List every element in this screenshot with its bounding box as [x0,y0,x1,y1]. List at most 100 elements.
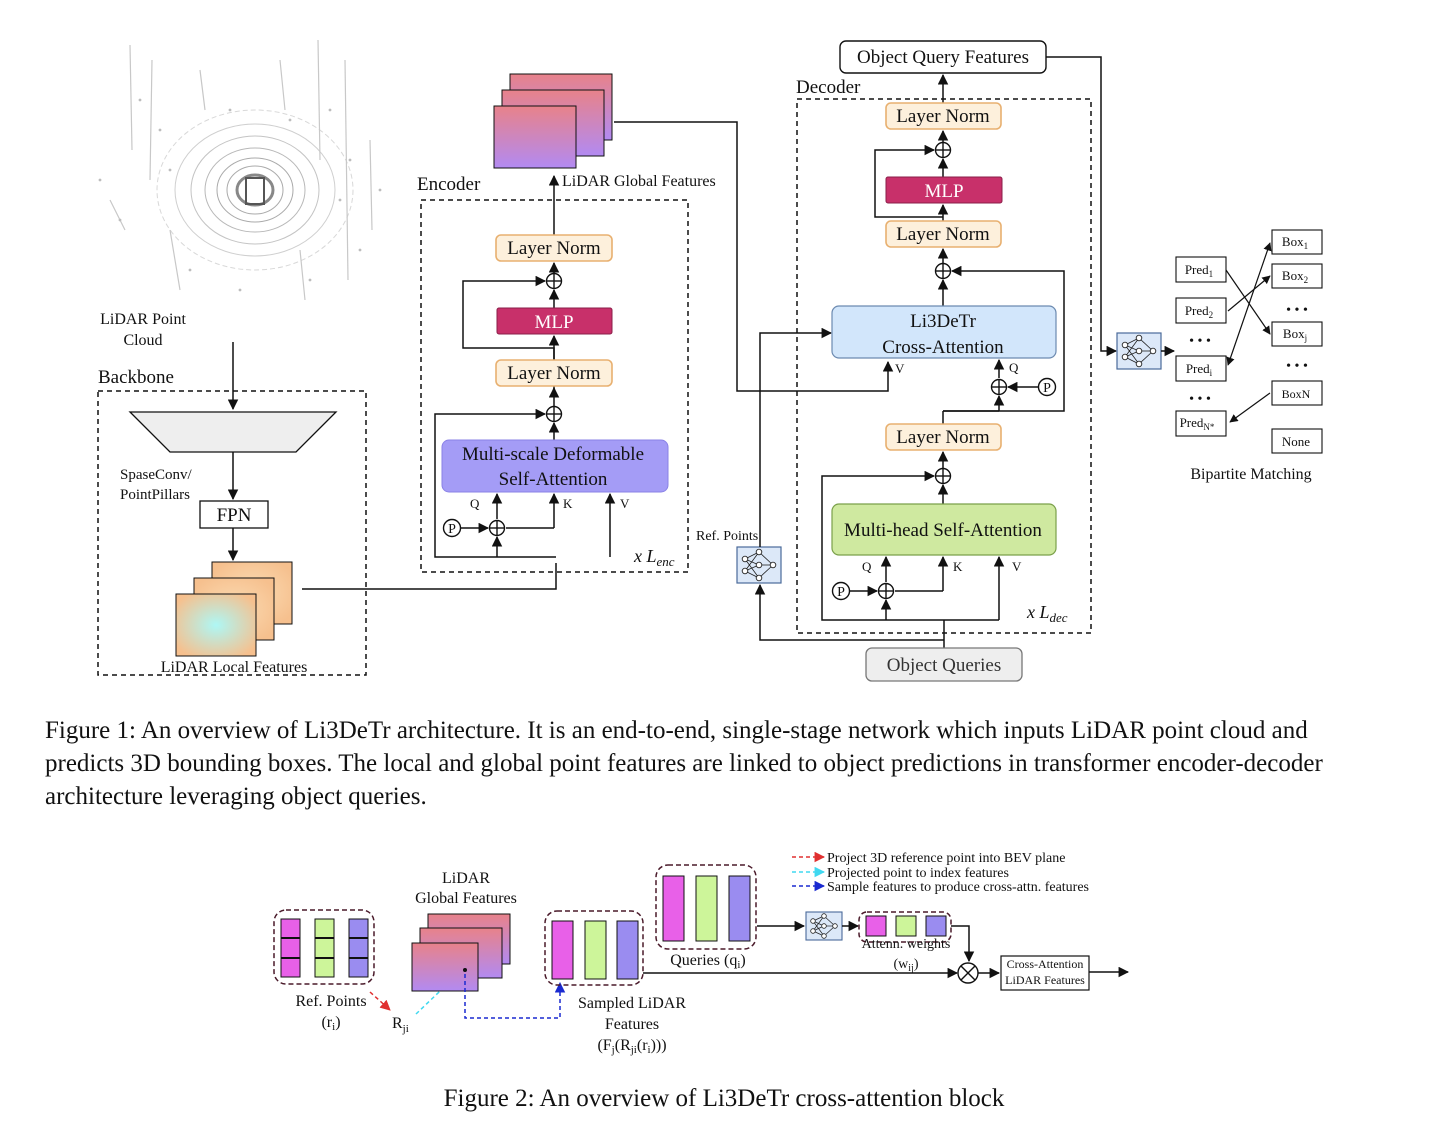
svg-text:P: P [837,585,845,600]
deformable-attention-line2: Self-Attention [499,469,608,490]
cross-attention-output-box [1000,955,1090,991]
svg-text:Boxj: Boxj [1283,326,1307,343]
encoder-positional-icon: P [442,518,462,538]
svg-text:Pred2: Pred2 [1185,303,1213,320]
encoder-layer-norm-bottom-label: Layer Norm [507,363,601,384]
weights-network-icon [805,911,843,941]
encoder-k-label: K [563,496,573,511]
arrow-weights-to-multiply [951,925,975,963]
decoder-repeat-label: x Ldec [1026,602,1068,625]
svg-text:None: None [1282,434,1310,449]
pred-ellipsis: • • • [1189,334,1211,349]
legend: Project 3D reference point into BEV plan… [792,851,1089,895]
backbone-title: Backbone [98,367,174,388]
multiply-operator [957,962,979,984]
svg-text:Pred1: Pred1 [1185,262,1213,279]
self-k-label: K [953,559,963,574]
sampled-features-line3: (Fj(Rji(ri))) [597,1037,666,1056]
decoder-add-pos-sa [877,582,895,600]
connector-output-to-matching [1046,56,1118,357]
connector-global-to-cross-attn [614,121,894,392]
attention-weight-cells [865,915,947,937]
legend-item-cyan: Projected point to index features [827,866,1009,881]
decoder-add-3 [934,467,952,485]
decoder-mlp-label: MLP [924,181,963,202]
connector-refpoints-to-cross-attn [759,327,833,547]
cross-attention-line1: Li3DeTr [910,311,976,332]
gt-box-n: BoxN [1271,380,1323,406]
fpn-label: FPN [217,505,252,526]
figure-2-diagram: Project 3D reference point into BEV plan… [273,851,1130,1056]
encoder-mlp [496,307,613,335]
figure-1-caption: Figure 1: An overview of Li3DeTr archite… [45,717,1323,810]
encoder-layer-norm-bottom [495,359,613,387]
ref-points-label: Ref. Points [696,529,758,544]
connector-queries-to-refpoints [754,583,944,641]
matching-arrows [1225,242,1272,423]
backbone-box [97,390,367,676]
attention-weights-group [858,911,952,943]
deformable-attention-line1: Multi-scale Deformable [462,444,644,465]
encoder-v-label: V [620,496,630,511]
self-attention-block [831,503,1057,556]
decoder-positional-icon-top: P [1037,377,1057,397]
cross-attention-block [831,305,1057,359]
pred-box-2: Pred2 [1175,297,1227,324]
decoder-skip-2 [943,265,1065,412]
self-q-label: Q [862,559,872,574]
encoder-box [420,199,689,573]
ref-points-group [273,909,375,985]
ref-points-network-icon [736,546,782,584]
decoder-positional-icon-bottom: P [831,581,851,601]
global-features-stack [493,73,613,169]
decoder-add-2 [934,262,952,280]
gt-box-none: None [1271,428,1323,454]
svg-text:Box2: Box2 [1282,268,1308,285]
fig2-global-features-line1: LiDAR [442,870,490,887]
encoder-add-top [545,272,563,290]
svg-text:P: P [1043,381,1051,396]
svg-text:Predi: Predi [1186,361,1213,378]
self-attention-label: Multi-head Self-Attention [844,520,1042,541]
cross-attention-line2: Cross-Attention [882,337,1004,358]
connector-local-to-encoder [302,563,557,590]
decoder-layer-norm-mid [885,220,1002,248]
queries-label: Queries (qi) [670,952,745,971]
ref-points-caption-line2: (ri) [321,1014,340,1033]
global-features-label: LiDAR Global Features [562,173,716,190]
sparseconv-label-line2: PointPillars [120,487,190,503]
decoder-layer-norm-top-label: Layer Norm [896,106,990,127]
ref-points-caption-line1: Ref. Points [295,993,366,1010]
decoder-layer-norm-top [885,102,1002,130]
sampled-features-line1: Sampled LiDAR [578,995,686,1012]
cross-q-label: Q [1009,360,1019,375]
figure-1-diagram: LiDAR Point Cloud Backbone SpaseConv/ Po… [97,39,1323,682]
local-features-stack [175,561,293,657]
fpn-box [199,500,269,529]
decoder-add-1 [934,141,952,159]
svg-text:BoxN: BoxN [1282,387,1311,401]
attention-weights-line1: Attenn. weights [862,937,951,952]
cross-attention-output-line2: LiDAR Features [1005,973,1085,987]
pred-box-1: Pred1 [1175,256,1227,283]
gt-box-1: Box1 [1271,229,1323,255]
legend-item-blue: Sample features to produce cross-attn. f… [827,880,1089,895]
deformable-attention-block [441,439,669,493]
encoder-skip-bottom [434,408,556,558]
ref-points-vectors [280,918,369,978]
sampled-features-group [544,910,644,986]
svg-text:PredN*: PredN* [1180,415,1215,432]
encoder-repeat-label: x Lenc [633,546,675,569]
decoder-mlp [885,176,1003,204]
encoder-mlp-label: MLP [534,312,573,333]
object-query-features-label: Object Query Features [857,47,1029,68]
local-features-label: LiDAR Local Features [161,659,308,676]
decoder-add-pos-q [990,378,1008,396]
cross-v-label: V [895,361,905,376]
sampled-features-line2: Features [605,1016,659,1033]
sparseconv-label-line1: SpaseConv/ [120,467,193,483]
decoder-title: Decoder [796,77,861,98]
sparseconv-trapezoid [128,411,338,453]
queries-group [655,864,757,950]
decoder-skip-3 [821,470,944,621]
